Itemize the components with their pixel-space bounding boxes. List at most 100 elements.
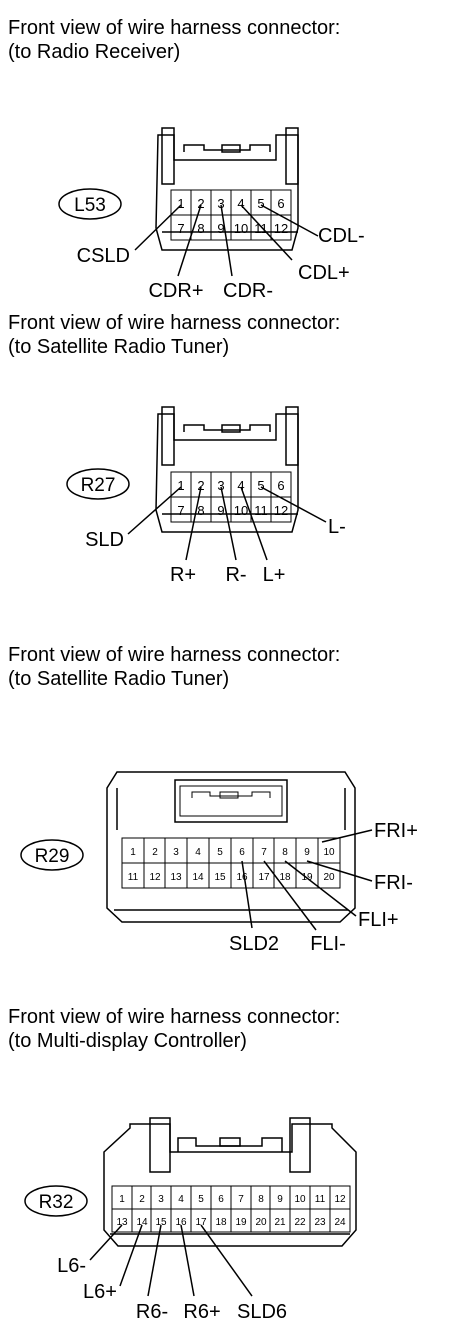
pin-label: 20 xyxy=(255,1217,267,1228)
signal-label-fli-plus: FLI+ xyxy=(358,909,399,931)
pin-label: 5 xyxy=(257,196,264,211)
pin-label: 2 xyxy=(197,196,204,211)
signal-label-r6-plus: R6+ xyxy=(183,1301,220,1323)
pin-label: 1 xyxy=(177,478,184,493)
pin-label: 10 xyxy=(234,503,248,518)
section-3-title-line2: (to Satellite Radio Tuner) xyxy=(8,668,230,690)
signal-label-l-minus: L- xyxy=(328,516,346,538)
pin-label: 10 xyxy=(234,221,248,236)
pin-label: 5 xyxy=(257,478,264,493)
pin-label: 8 xyxy=(258,1194,264,1205)
pin-label: 12 xyxy=(149,872,161,883)
l53-pin-labels: 1 2 3 4 5 6 7 8 9 10 11 12 xyxy=(177,196,288,236)
pin-label: 3 xyxy=(158,1194,164,1205)
pin-label: 4 xyxy=(237,478,244,493)
pin-label: 9 xyxy=(277,1194,283,1205)
section-3-title-line1: Front view of wire harness connector: xyxy=(8,644,341,666)
pin-label: 11 xyxy=(254,503,268,518)
pin-label: 14 xyxy=(192,872,204,883)
pin-label: 4 xyxy=(237,196,244,211)
pin-label: 6 xyxy=(218,1194,224,1205)
connector-id-r27: R27 xyxy=(81,475,116,496)
pin-label: 17 xyxy=(195,1217,207,1228)
pin-label: 3 xyxy=(173,847,179,858)
section-1-title-line2: (to Radio Receiver) xyxy=(8,41,181,63)
signal-label-r-plus: R+ xyxy=(170,564,196,586)
pin-label: 2 xyxy=(139,1194,145,1205)
section-2-title-line2: (to Satellite Radio Tuner) xyxy=(8,336,230,358)
pin-label: 20 xyxy=(323,872,335,883)
section-1-title: Front view of wire harness connector: (t… xyxy=(8,16,340,64)
pin-label: 7 xyxy=(177,503,184,518)
connector-l53: 1 2 3 4 5 6 7 8 9 10 11 12 L53 CSLD CDR+… xyxy=(58,127,365,302)
signal-label-l6-minus: L6- xyxy=(57,1255,86,1277)
pin-label: 5 xyxy=(198,1194,204,1205)
r29-pin-labels: 1 2 3 4 5 6 7 8 9 10 11 12 13 14 15 16 1… xyxy=(128,847,335,883)
pin-label: 12 xyxy=(274,503,288,518)
pin-label: 18 xyxy=(279,872,291,883)
signal-label-cdr-plus: CDR+ xyxy=(148,280,203,302)
pin-label: 1 xyxy=(130,847,136,858)
signal-label-sld6: SLD6 xyxy=(237,1301,287,1323)
pin-label: 21 xyxy=(274,1217,286,1228)
pin-label: 23 xyxy=(314,1217,326,1228)
pin-label: 2 xyxy=(197,478,204,493)
r32-pin-labels: 1 2 3 4 5 6 7 8 9 10 11 12 13 14 15 16 1… xyxy=(116,1194,346,1228)
section-4-title: Front view of wire harness connector: (t… xyxy=(8,1005,340,1053)
pin-label: 7 xyxy=(261,847,267,858)
signal-label-cdr-minus: CDR- xyxy=(223,280,273,302)
pin-label: 11 xyxy=(128,872,139,883)
pin-label: 1 xyxy=(177,196,184,211)
section-3-title: Front view of wire harness connector: (t… xyxy=(8,643,340,691)
connector-r32: 1 2 3 4 5 6 7 8 9 10 11 12 13 14 15 16 1… xyxy=(24,1117,357,1323)
signal-label-fri-minus: FRI- xyxy=(374,872,413,894)
pin-label: 10 xyxy=(323,847,335,858)
pin-label: 3 xyxy=(217,478,224,493)
pin-label: 9 xyxy=(304,847,310,858)
pin-label: 6 xyxy=(277,478,284,493)
pin-label: 11 xyxy=(315,1194,326,1205)
pin-label: 8 xyxy=(197,221,204,236)
signal-label-fri-plus: FRI+ xyxy=(374,820,418,842)
pin-label: 16 xyxy=(236,872,248,883)
signal-label-r-minus: R- xyxy=(225,564,246,586)
signal-label-l6-plus: L6+ xyxy=(83,1281,117,1303)
connector-id-l53: L53 xyxy=(74,195,106,216)
pin-label: 6 xyxy=(277,196,284,211)
pin-label: 7 xyxy=(177,221,184,236)
pin-label: 16 xyxy=(175,1217,187,1228)
section-4-title-line1: Front view of wire harness connector: xyxy=(8,1006,341,1028)
pin-label: 17 xyxy=(258,872,270,883)
signal-label-cdl-plus: CDL+ xyxy=(298,262,350,284)
r27-pin-labels: 1 2 3 4 5 6 7 8 9 10 11 12 xyxy=(177,478,288,518)
pin-label: 15 xyxy=(155,1217,167,1228)
pin-label: 18 xyxy=(215,1217,227,1228)
pin-label: 8 xyxy=(197,503,204,518)
pin-label: 4 xyxy=(195,847,201,858)
pin-label: 22 xyxy=(294,1217,306,1228)
pin-label: 11 xyxy=(254,221,268,236)
pin-label: 8 xyxy=(282,847,288,858)
signal-label-r6-minus: R6- xyxy=(136,1301,168,1323)
section-2-title: Front view of wire harness connector: (t… xyxy=(8,311,340,359)
pin-label: 1 xyxy=(119,1194,125,1205)
pin-label: 14 xyxy=(136,1217,148,1228)
pin-label: 13 xyxy=(170,872,182,883)
pin-label: 4 xyxy=(178,1194,184,1205)
section-4-title-line2: (to Multi-display Controller) xyxy=(8,1030,247,1052)
connector-r29: 1 2 3 4 5 6 7 8 9 10 11 12 13 14 15 16 1… xyxy=(20,771,418,955)
pin-label: 5 xyxy=(217,847,223,858)
signal-label-sld2: SLD2 xyxy=(229,933,279,955)
signal-label-l-plus: L+ xyxy=(263,564,286,586)
signal-label-cdl-minus: CDL- xyxy=(318,225,365,247)
signal-label-csld: CSLD xyxy=(77,245,130,267)
pin-label: 7 xyxy=(238,1194,244,1205)
signal-label-sld: SLD xyxy=(85,529,124,551)
pin-label: 12 xyxy=(274,221,288,236)
pin-label: 6 xyxy=(239,847,245,858)
connector-id-r29: R29 xyxy=(35,846,70,867)
pin-label: 12 xyxy=(334,1194,346,1205)
pin-label: 3 xyxy=(217,196,224,211)
pin-label: 24 xyxy=(334,1217,346,1228)
